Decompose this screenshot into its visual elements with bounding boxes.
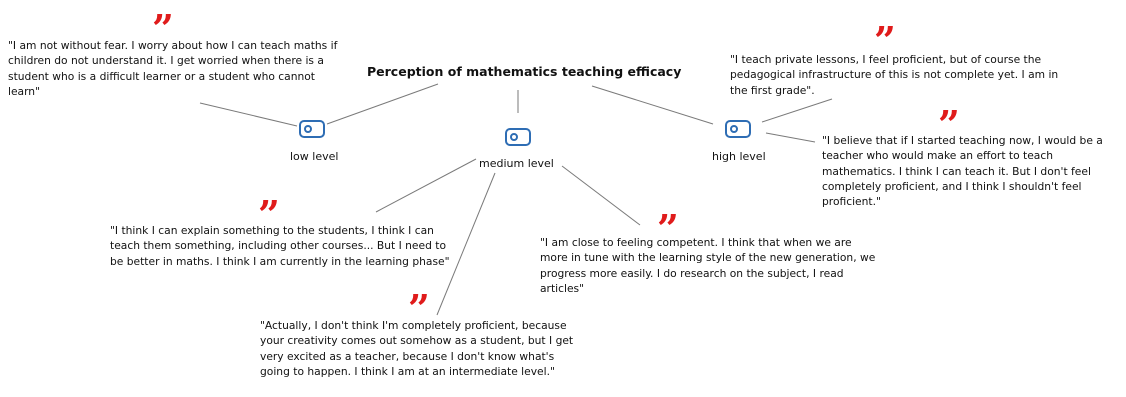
link-low-quote (199, 102, 298, 127)
quote-medium-3: "I am close to feeling competent. I thin… (540, 236, 876, 295)
quote-mark-icon: ” (874, 18, 896, 63)
link-medium-quote-3 (561, 165, 641, 226)
node-label-low: low level (290, 150, 339, 163)
quote-high-1: "I teach private lessons, I feel profici… (730, 53, 1059, 97)
diagram-title: Perception of mathematics teaching effic… (367, 64, 682, 79)
quote-mark-icon: ” (258, 192, 280, 237)
quote-high-2: "I believe that if I started teaching no… (822, 134, 1103, 209)
quote-mark-icon: ” (408, 286, 430, 331)
quote-low-1: "I am not without fear. I worry about ho… (8, 39, 338, 98)
quote-medium-2: "Actually, I don't think I'm completely … (260, 319, 574, 378)
quote-mark-icon: ” (657, 206, 679, 251)
link-title-high (591, 85, 714, 125)
link-high-quote-1 (761, 98, 833, 123)
link-medium-quote-1 (375, 158, 477, 213)
tag-icon (299, 120, 325, 138)
node-label-medium: medium level (479, 157, 554, 170)
link-title-low (326, 83, 439, 125)
quote-mark-icon: ” (938, 102, 960, 147)
quote-mark-icon: ” (152, 6, 174, 51)
link-medium-quote-2 (436, 172, 496, 316)
tag-icon (505, 128, 531, 146)
link-high-quote-2 (765, 132, 816, 143)
quote-medium-1: "I think I can explain something to the … (110, 224, 450, 268)
node-label-high: high level (712, 150, 766, 163)
tag-icon (725, 120, 751, 138)
